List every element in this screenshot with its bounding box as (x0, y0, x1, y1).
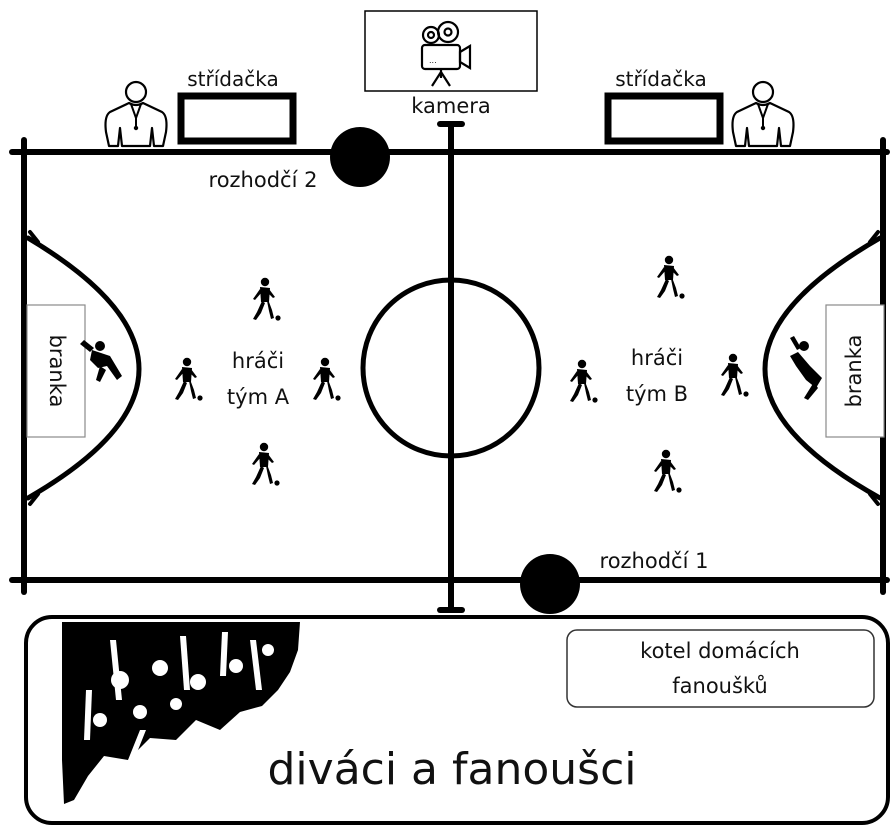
home-fans-section: kotel domácích fanoušků (566, 629, 875, 708)
bench-left-label: střídačka (187, 67, 278, 91)
home-fans-label-line2: fanoušků (672, 674, 768, 698)
player-icon (721, 353, 749, 397)
goal-left: branka (26, 304, 86, 438)
referee-1-label: rozhodčí 1 (600, 549, 709, 573)
team-a-label-line1: hráči (232, 349, 284, 373)
bench-right: střídačka (604, 67, 724, 145)
player-icon (570, 359, 598, 403)
camera-box: ... kamera (364, 10, 538, 118)
bench-left: střídačka (177, 67, 297, 145)
goal-right: branka (825, 304, 885, 438)
referee-1-marker (520, 554, 580, 614)
goal-right-label: branka (842, 335, 866, 408)
player-icon (252, 442, 280, 486)
crowd-silhouette-icon (62, 622, 300, 804)
movie-camera-icon (420, 20, 472, 87)
team-b-label-line2: tým B (626, 382, 688, 406)
goal-left-label: branka (45, 335, 69, 408)
referee-2-marker (330, 127, 390, 187)
team-a-players (175, 277, 341, 486)
coach-left-icon (104, 80, 168, 148)
spectators-label: diváci a fanoušci (268, 744, 637, 795)
home-fans-label-line1: kotel domácích (640, 639, 800, 663)
player-icon (313, 357, 341, 401)
player-icon (657, 255, 685, 299)
svg-text:...: ... (429, 56, 437, 65)
referee-2-label: rozhodčí 2 (209, 168, 318, 192)
player-icon (175, 357, 203, 401)
field (9, 121, 890, 613)
team-b-label-line1: hráči (631, 346, 683, 370)
player-icon (253, 277, 281, 321)
goalkeeper-right-icon (790, 336, 822, 400)
team-a-label-line2: tým A (227, 385, 290, 409)
camera-label: kamera (411, 94, 491, 118)
spectator-area: kotel domácích fanoušků diváci a fanoušc… (24, 615, 890, 825)
coach-right-icon (731, 80, 795, 148)
goalkeeper-left-icon (80, 340, 122, 382)
bench-right-label: střídačka (615, 67, 706, 91)
team-b-players (570, 255, 749, 493)
player-icon (654, 449, 682, 493)
